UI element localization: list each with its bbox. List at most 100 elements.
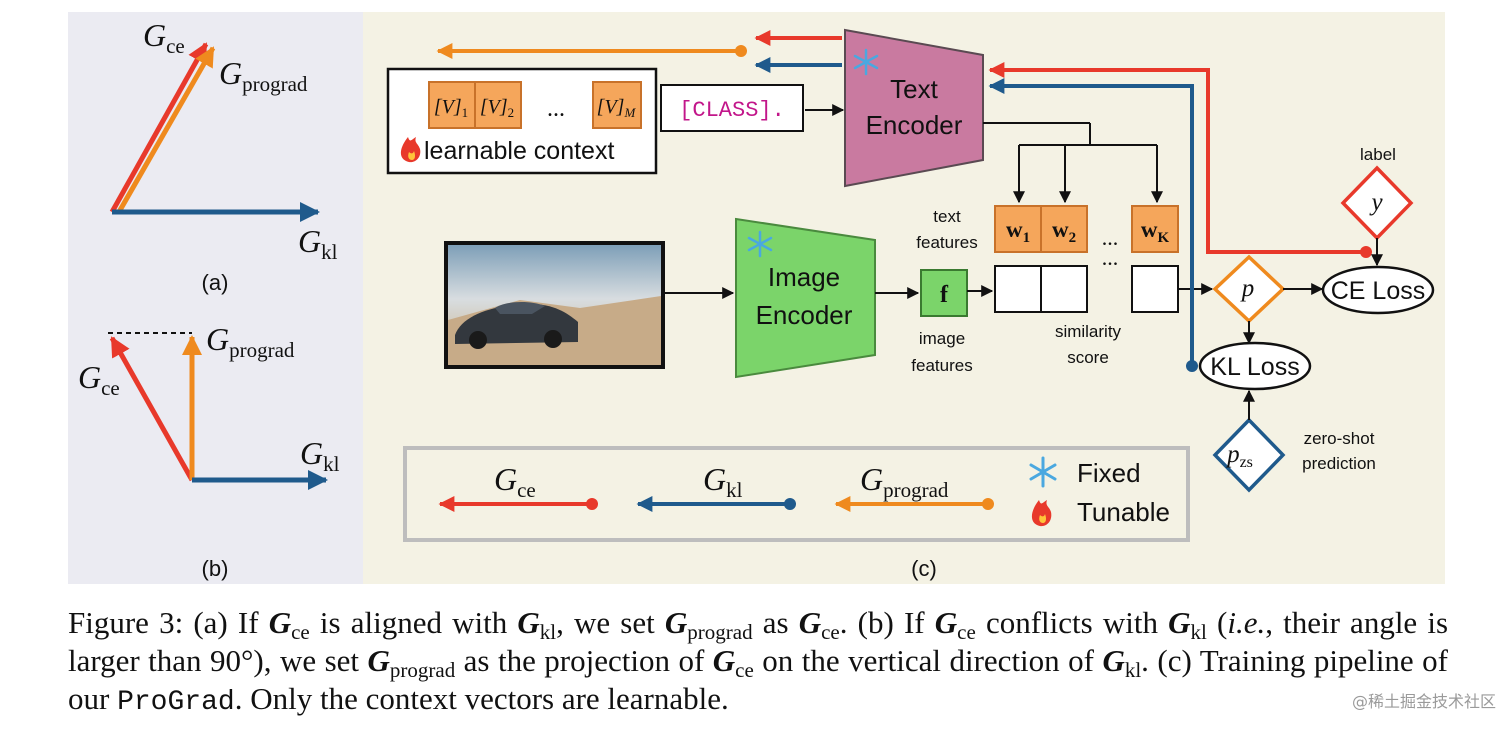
figure-caption: Figure 3: (a) If Gce is aligned with Gkl… (68, 604, 1448, 722)
legend-g-ce-label: Gce (494, 461, 536, 502)
caption-subscript: prograd (389, 658, 456, 682)
legend-tunable-label: Tunable (1077, 497, 1170, 527)
panel-a-label: (a) (202, 270, 229, 295)
score-cell-2 (1040, 265, 1088, 313)
input-car-image (444, 241, 665, 369)
caption-text: on the vertical direction of (753, 643, 1103, 678)
caption-text: as the projection of (455, 643, 713, 678)
pzs-label: pzs (1225, 441, 1253, 471)
caption-text: is aligned with (309, 605, 518, 640)
context-caption: learnable context (424, 137, 614, 165)
caption-text: conflicts with (975, 605, 1169, 640)
p-label: p (1240, 275, 1255, 302)
weight-wk (1131, 205, 1179, 253)
label-g-prograd-a: Gprograd (219, 55, 308, 96)
caption-text: . (b) If (839, 605, 935, 640)
text-encoder-line2: Encoder (866, 110, 963, 140)
label-g-prograd-b: Gprograd (206, 321, 295, 362)
w2-label: w2 (1052, 217, 1076, 246)
caption-g: G (1102, 643, 1125, 678)
legend-fixed-label: Fixed (1077, 458, 1141, 488)
caption-text: , their angle is larger than 90°), we se… (68, 605, 1449, 678)
caption-g: G (712, 643, 736, 678)
text-encoder-block (844, 28, 984, 188)
caption-subscript: prograd (687, 620, 753, 644)
legend: Gce Gkl Gprograd Fixed Tunable (403, 446, 1190, 542)
image-encoder-line1: Image (768, 262, 840, 292)
image-features-line2: features (911, 356, 972, 375)
caption-text: . Only the context vectors are learnable… (234, 681, 729, 716)
text-features-line2: features (916, 233, 977, 252)
token-m-label: [V]M (597, 96, 637, 120)
f-label: f (940, 282, 949, 308)
legend-g-prograd-label: Gprograd (860, 461, 949, 502)
legend-g-kl-dot (784, 498, 796, 510)
y-label: y (1368, 189, 1383, 216)
caption-subscript: ce (957, 620, 976, 644)
context-token-m (592, 81, 642, 129)
image-encoder-block (735, 217, 876, 379)
caption-subscript: kl (1190, 620, 1207, 644)
snowflake-icon-image-encoder (747, 230, 773, 258)
zero-shot-line1: zero-shot (1304, 429, 1375, 448)
kl-gradient-path (988, 78, 1194, 366)
legend-g-prograd-dot (982, 498, 994, 510)
class-token-label: [CLASS]. (679, 98, 785, 123)
label-g-kl-b: Gkl (300, 435, 340, 476)
caption-g: G (664, 605, 688, 640)
similarity-line1: similarity (1055, 322, 1122, 341)
caption-subscript: ce (821, 620, 840, 644)
caption-g: G (798, 605, 822, 640)
image-features-line1: image (919, 329, 965, 348)
caption-g: G (1168, 605, 1191, 640)
panel-b-label: (b) (202, 556, 229, 581)
caption-method-name: ProGrad (117, 687, 235, 718)
context-token-2 (474, 81, 522, 129)
caption-g: G (367, 643, 390, 678)
caption-subscript: ce (291, 620, 310, 644)
image-encoder-line2: Encoder (756, 300, 853, 330)
legend-g-ce-dot (586, 498, 598, 510)
label-text: label (1360, 145, 1396, 164)
score-cell-k (1131, 265, 1179, 313)
caption-g: G (268, 605, 292, 640)
context-token-1 (428, 81, 476, 129)
kl-loss-label: KL Loss (1210, 353, 1299, 381)
ce-gradient-dot (1360, 246, 1372, 258)
text-features-line1: text (933, 207, 961, 226)
score-ellipsis: ... (1102, 245, 1119, 270)
image-feature-f (920, 269, 968, 317)
panel-c: [V]1 [V]2 ... [V]M learnable context [CL… (363, 12, 1445, 584)
label-g-ce-a: Gce (143, 17, 185, 58)
label-g-kl-a: Gkl (298, 223, 338, 264)
caption-text: Figure 3: (a) If (68, 605, 269, 640)
token-2-label: [V]2 (480, 96, 514, 120)
ce-loss-label: CE Loss (1331, 277, 1425, 305)
caption-text: as (752, 605, 799, 640)
label-g-ce-b: Gce (78, 359, 120, 400)
weight-w1 (994, 205, 1042, 253)
similarity-line2: score (1067, 348, 1109, 367)
class-token-box (660, 84, 804, 132)
snowflake-icon (853, 48, 879, 76)
watermark: @稀土掘金技术社区 (1351, 692, 1496, 711)
score-cell-1 (994, 265, 1042, 313)
panel-a: Gce Gprograd Gkl (a) (68, 12, 363, 300)
legend-snowflake-icon (1029, 456, 1057, 488)
learnable-context: [V]1 [V]2 ... [V]M learnable context (386, 67, 658, 175)
kl-gradient-dot (1186, 360, 1198, 372)
caption-g: G (934, 605, 958, 640)
arrow-g-ce-b (109, 336, 195, 482)
panel-a-background (68, 12, 363, 300)
legend-box (403, 446, 1190, 542)
token-1-label: [V]1 (434, 96, 468, 120)
flame-icon (400, 137, 421, 163)
ce-gradient-path (988, 62, 1366, 254)
caption-subscript: ce (735, 658, 754, 682)
ce-loss-node (1321, 265, 1435, 315)
legend-g-kl-label: Gkl (703, 461, 743, 502)
kl-loss-node (1198, 341, 1312, 391)
weight-w2 (1040, 205, 1088, 253)
zero-shot-line2: prediction (1302, 454, 1376, 473)
zero-shot-pzs-diamond (1212, 417, 1286, 493)
